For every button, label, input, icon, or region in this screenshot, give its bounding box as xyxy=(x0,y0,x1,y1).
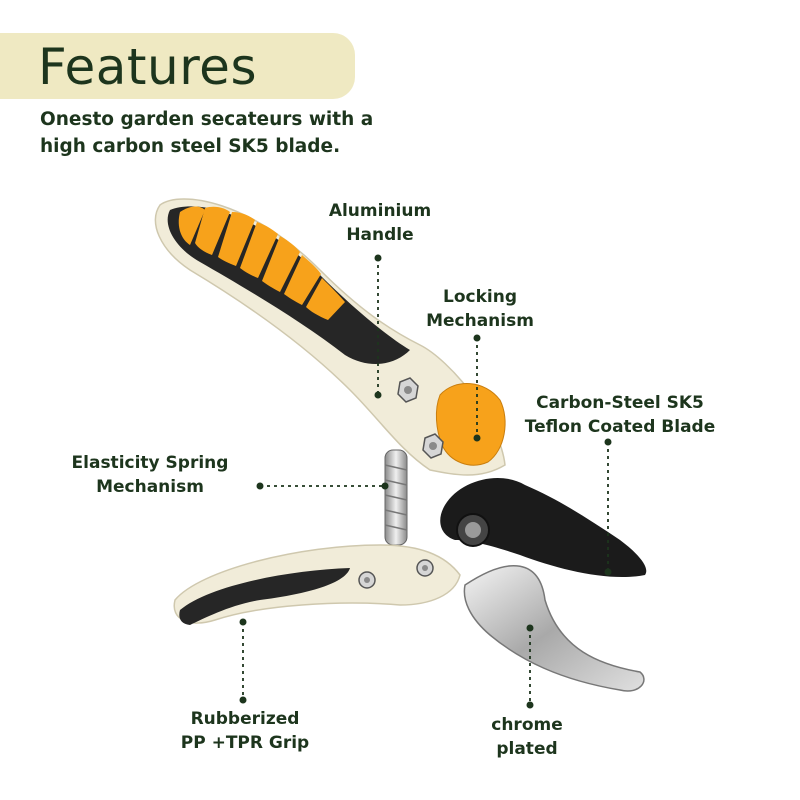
page-subtitle: Onesto garden secateurs with a high carb… xyxy=(40,109,374,157)
callout-aluminium-handle: Aluminium Handle xyxy=(328,201,432,245)
callout-chrome-plated: chrome plated xyxy=(491,715,563,759)
chrome-lower-blade xyxy=(463,564,645,692)
black-upper-blade xyxy=(440,477,647,578)
page-title: Features xyxy=(38,38,257,96)
callout-rubberized-grip: Rubberized PP +TPR Grip xyxy=(180,709,310,753)
callout-elasticity-spring: Elasticity Spring Mechanism xyxy=(71,453,229,497)
callout-carbon-steel-blade: Carbon-Steel SK5 Teflon Coated Blade xyxy=(524,393,716,437)
upper-handle-bolts xyxy=(397,377,444,459)
callout-dots xyxy=(239,254,612,709)
title-banner xyxy=(0,33,355,99)
callout-locking-mechanism: Locking Mechanism xyxy=(426,287,534,331)
upper-grip-orange-ridges xyxy=(178,206,345,320)
lower-grip-black xyxy=(179,568,350,625)
locking-mechanism-orange xyxy=(435,383,506,466)
callout-leaders xyxy=(242,258,609,705)
elasticity-spring xyxy=(384,449,408,546)
lower-handle-bolts xyxy=(358,559,434,589)
